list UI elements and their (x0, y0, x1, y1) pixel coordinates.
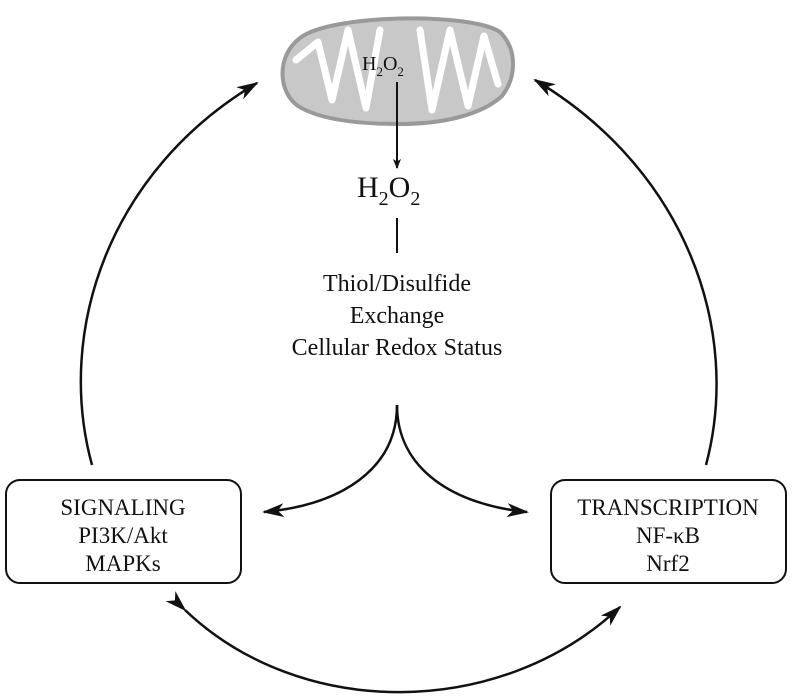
split-arrow-left (262, 404, 399, 518)
transcription-title: TRANSCRIPTION (577, 495, 759, 520)
transcription-to-mito-arrow (533, 78, 718, 466)
signaling-to-mito-arrow (79, 81, 259, 466)
transcription-nfkb: NF-κB (636, 523, 700, 548)
redox-status-label: Cellular Redox Status (292, 335, 503, 361)
mitochondrion-icon (280, 16, 515, 127)
bottom-crosstalk-arrow (165, 591, 622, 694)
signaling-mapks: MAPKs (85, 551, 160, 576)
mito-h2o2-label: H2O2 (362, 53, 404, 79)
split-arrow-right (395, 404, 529, 518)
thiol-disulfide-label: Thiol/Disulfide (323, 271, 471, 297)
signaling-title: SIGNALING (60, 495, 185, 520)
signaling-pi3k: PI3K/Akt (78, 523, 168, 548)
h2o2-label: H2O2 (357, 171, 420, 210)
transcription-box: TRANSCRIPTION NF-κB Nrf2 (550, 479, 787, 584)
signaling-box: SIGNALING PI3K/Akt MAPKs (5, 479, 242, 584)
transcription-nrf2: Nrf2 (646, 551, 689, 576)
exchange-label: Exchange (350, 303, 445, 329)
